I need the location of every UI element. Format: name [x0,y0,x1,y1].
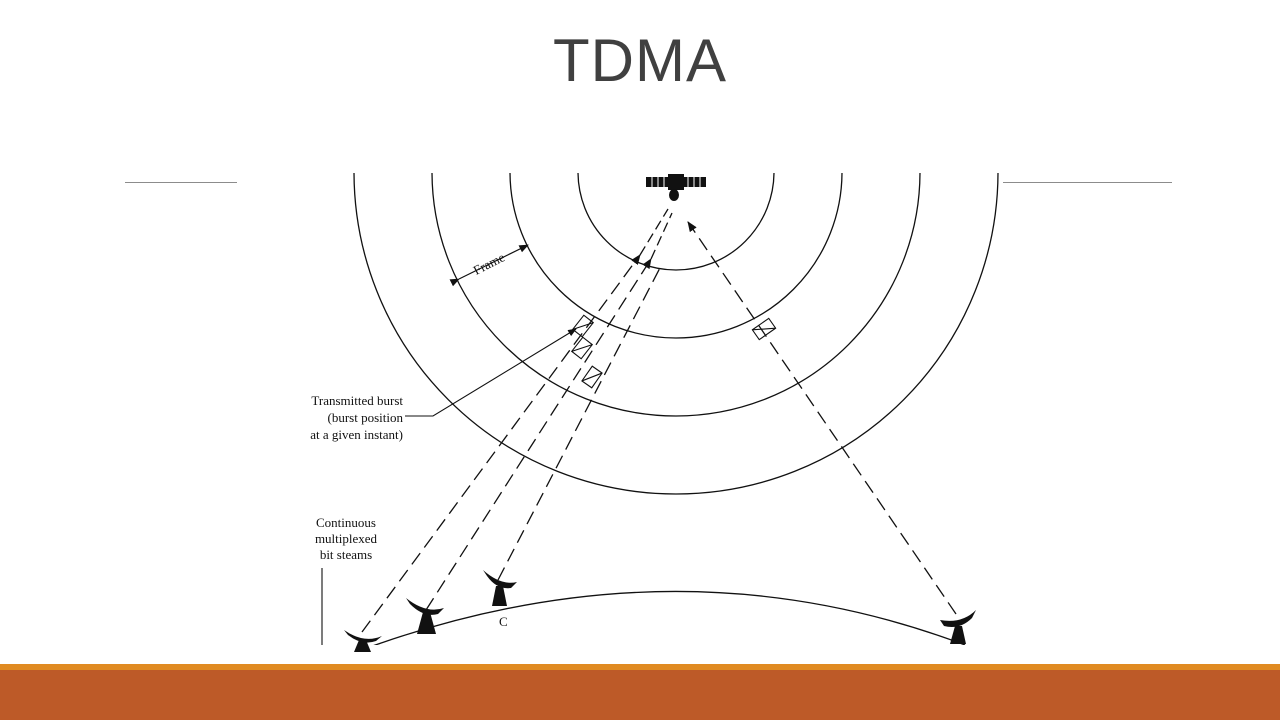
earth-station-d-icon [940,610,976,644]
earth-station-b-icon [406,598,444,634]
footer-accent-line [0,664,1280,670]
transmitted-burst-label-3: at a given instant) [310,427,403,442]
bit-streams-label-1: Continuous [316,515,376,530]
slide-title: TDMA [553,27,727,94]
title-rule-left [125,182,237,183]
bit-streams-label-3: bit steams [320,547,372,562]
frame-circle-1 [577,173,775,271]
footer-bar [0,670,1280,720]
transmitted-burst-label-2: (burst position [328,410,404,425]
burst-b [581,365,603,389]
frame-circle-3 [431,173,921,417]
transmitted-burst-label-1: Transmitted burst [311,393,403,408]
bit-streams-label-2: multiplexed [315,531,378,546]
burst-d [751,317,777,341]
satellite-icon [646,174,706,201]
station-c-label: C [499,614,508,629]
earth-station-c-icon [483,570,517,606]
path-satellite-a [639,208,669,256]
uplink-path-b [425,258,652,611]
uplink-path-c [497,263,663,581]
burst-leader-line [405,328,577,417]
frame-indicator [449,244,529,287]
earth-station-a-icon [344,630,382,652]
tdma-diagram: Frame Transmitted burst (burst position … [310,173,999,652]
path-satellite-b [650,212,673,260]
burst-a1 [571,314,595,338]
title-rule-right [1003,182,1172,183]
downlink-path-d [687,221,957,615]
frame-label: Frame [471,249,508,278]
frame-circle-4 [353,173,999,495]
frame-circle-2 [509,173,843,339]
burst-a2 [570,336,594,360]
uplink-path-a [361,254,641,633]
